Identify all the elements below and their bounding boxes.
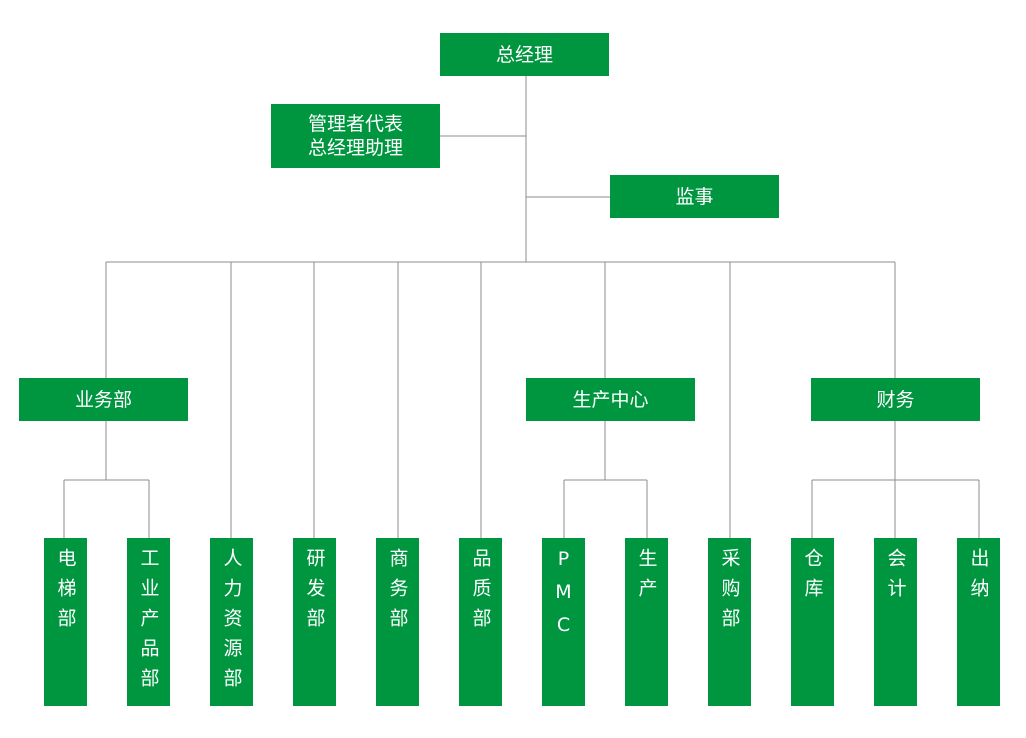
node-production-center: 生产中心 bbox=[526, 378, 695, 421]
node-unit-industrial-label: 工业产品部 bbox=[137, 548, 160, 698]
node-unit-cashier: 出纳 bbox=[957, 538, 1000, 706]
node-supervisor-label: 监事 bbox=[675, 185, 714, 208]
node-finance-label: 财务 bbox=[876, 388, 915, 411]
node-unit-rnd-label: 研发部 bbox=[303, 548, 326, 638]
node-general-manager-label: 总经理 bbox=[495, 43, 553, 66]
node-unit-warehouse-label: 仓库 bbox=[801, 548, 824, 608]
node-unit-quality-label: 品质部 bbox=[469, 548, 492, 638]
node-unit-pmc-label: PMC bbox=[552, 548, 575, 647]
node-production-center-label: 生产中心 bbox=[572, 388, 649, 411]
node-unit-business: 商务部 bbox=[376, 538, 419, 706]
node-unit-industrial: 工业产品部 bbox=[127, 538, 170, 706]
node-management-representative: 管理者代表 总经理助理 bbox=[271, 104, 440, 168]
node-unit-business-label: 商务部 bbox=[386, 548, 409, 638]
node-unit-warehouse: 仓库 bbox=[791, 538, 834, 706]
node-unit-rnd: 研发部 bbox=[293, 538, 336, 706]
node-sales-dept-label: 业务部 bbox=[74, 388, 132, 411]
node-unit-production-label: 生产 bbox=[635, 548, 658, 608]
node-unit-production: 生产 bbox=[625, 538, 668, 706]
node-unit-pmc: PMC bbox=[542, 538, 585, 706]
node-unit-hr-label: 人力资源部 bbox=[220, 548, 243, 698]
node-general-manager: 总经理 bbox=[440, 33, 609, 76]
node-unit-elevator: 电梯部 bbox=[44, 538, 87, 706]
node-unit-elevator-label: 电梯部 bbox=[54, 548, 77, 638]
node-rep-line-1: 管理者代表 bbox=[307, 113, 403, 135]
node-sales-dept: 业务部 bbox=[19, 378, 188, 421]
node-unit-accounting-label: 会计 bbox=[884, 548, 907, 608]
node-finance: 财务 bbox=[811, 378, 980, 421]
node-unit-purchasing-label: 采购部 bbox=[718, 548, 741, 638]
node-rep-line-2: 总经理助理 bbox=[307, 137, 403, 159]
node-unit-hr: 人力资源部 bbox=[210, 538, 253, 706]
node-management-representative-text: 管理者代表 总经理助理 bbox=[308, 112, 403, 160]
node-unit-accounting: 会计 bbox=[874, 538, 917, 706]
node-unit-purchasing: 采购部 bbox=[708, 538, 751, 706]
node-unit-cashier-label: 出纳 bbox=[967, 548, 990, 608]
node-unit-quality: 品质部 bbox=[459, 538, 502, 706]
node-supervisor: 监事 bbox=[610, 175, 779, 218]
